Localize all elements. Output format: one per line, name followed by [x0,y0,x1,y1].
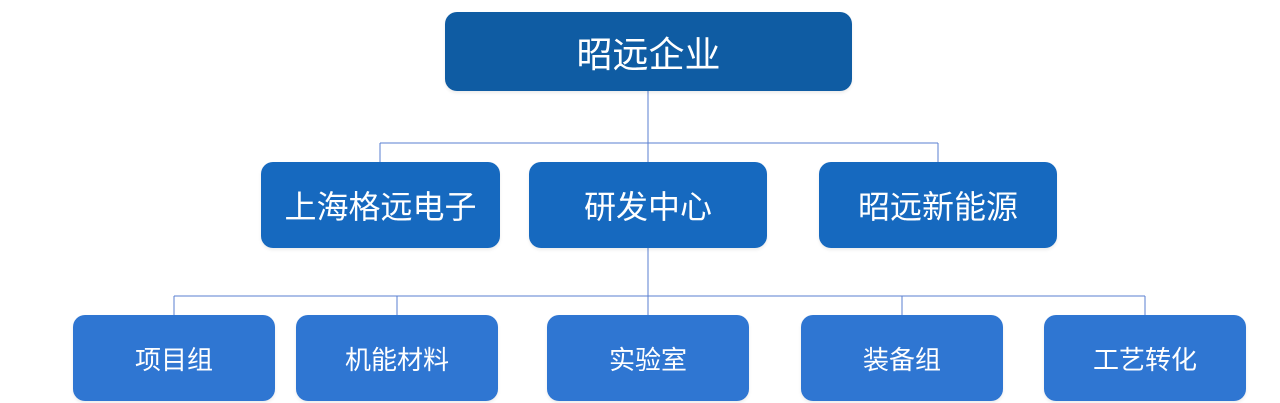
org-node-shanghai-geyuan-label: 上海格远电子 [284,188,477,226]
org-node-rd-center-label: 研发中心 [583,188,712,226]
org-node-root: 昭远企业 [445,12,852,91]
org-node-functional-materials-label: 机能材料 [344,345,449,376]
org-node-laboratory-label: 实验室 [608,345,687,376]
org-node-process-transfer-label: 工艺转化 [1092,345,1197,376]
org-node-functional-materials: 机能材料 [296,315,498,401]
org-node-equipment-group-label: 装备组 [862,345,941,376]
org-node-new-energy: 昭远新能源 [819,162,1057,248]
org-node-shanghai-geyuan: 上海格远电子 [261,162,500,248]
org-node-rd-center: 研发中心 [529,162,767,248]
org-node-project-group: 项目组 [73,315,275,401]
org-node-equipment-group: 装备组 [801,315,1003,401]
org-node-project-group-label: 项目组 [134,345,213,376]
org-node-new-energy-label: 昭远新能源 [857,188,1018,226]
org-node-process-transfer: 工艺转化 [1044,315,1246,401]
org-node-laboratory: 实验室 [547,315,749,401]
org-node-root-label: 昭远企业 [576,34,721,76]
